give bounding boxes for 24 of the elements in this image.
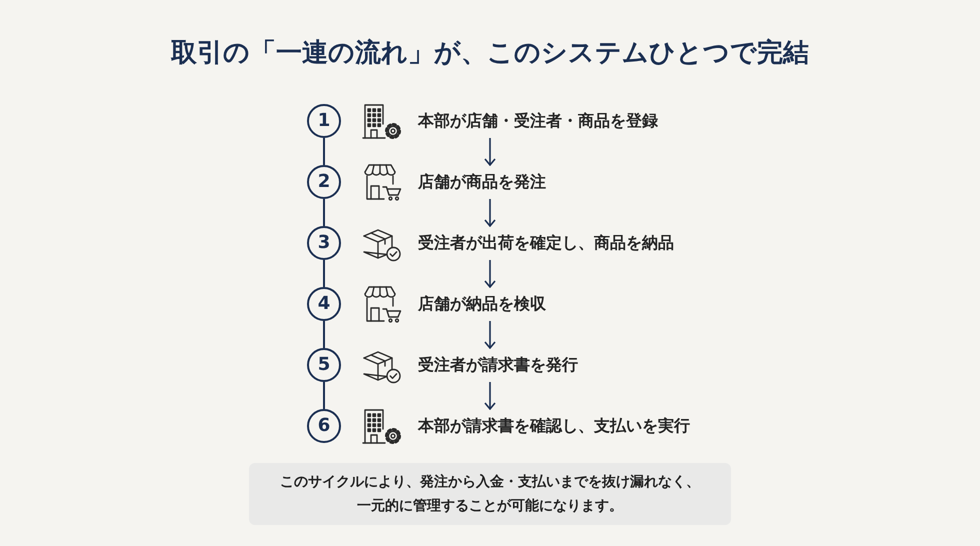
arrow xyxy=(484,321,496,349)
connector-line xyxy=(323,382,325,409)
connector-line xyxy=(323,260,325,287)
step-number-circle: 5 xyxy=(307,348,341,382)
step-number-circle: 6 xyxy=(307,409,341,443)
connector-line xyxy=(323,199,325,226)
note-box: このサイクルにより、発注から入金・支払いまでを抜け漏れなく、一元的に管理することが可能になります。 xyxy=(249,463,731,525)
arrow xyxy=(484,260,496,288)
step-text: 受注者が出荷を確定し、商品を納品 xyxy=(418,233,674,253)
step-text: 本部が請求書を確認し、支払いを実行 xyxy=(418,416,690,436)
step-text: 本部が店舗・受注者・商品を登録 xyxy=(418,111,658,131)
connector-line xyxy=(323,138,325,165)
connector-line xyxy=(323,321,325,348)
step-text: 店舗が納品を検収 xyxy=(418,294,546,314)
step-number-circle: 1 xyxy=(307,104,341,138)
step-text: 受注者が請求書を発行 xyxy=(418,355,578,375)
step-number-circle: 4 xyxy=(307,287,341,321)
title: 取引の「一連の流れ」が、このシステムひとつで完結 xyxy=(171,37,809,70)
arrow xyxy=(484,138,496,166)
step-number-circle: 3 xyxy=(307,226,341,260)
arrow xyxy=(484,382,496,410)
step-text: 店舗が商品を発注 xyxy=(418,172,546,192)
arrow xyxy=(484,199,496,227)
step-number-circle: 2 xyxy=(307,165,341,199)
